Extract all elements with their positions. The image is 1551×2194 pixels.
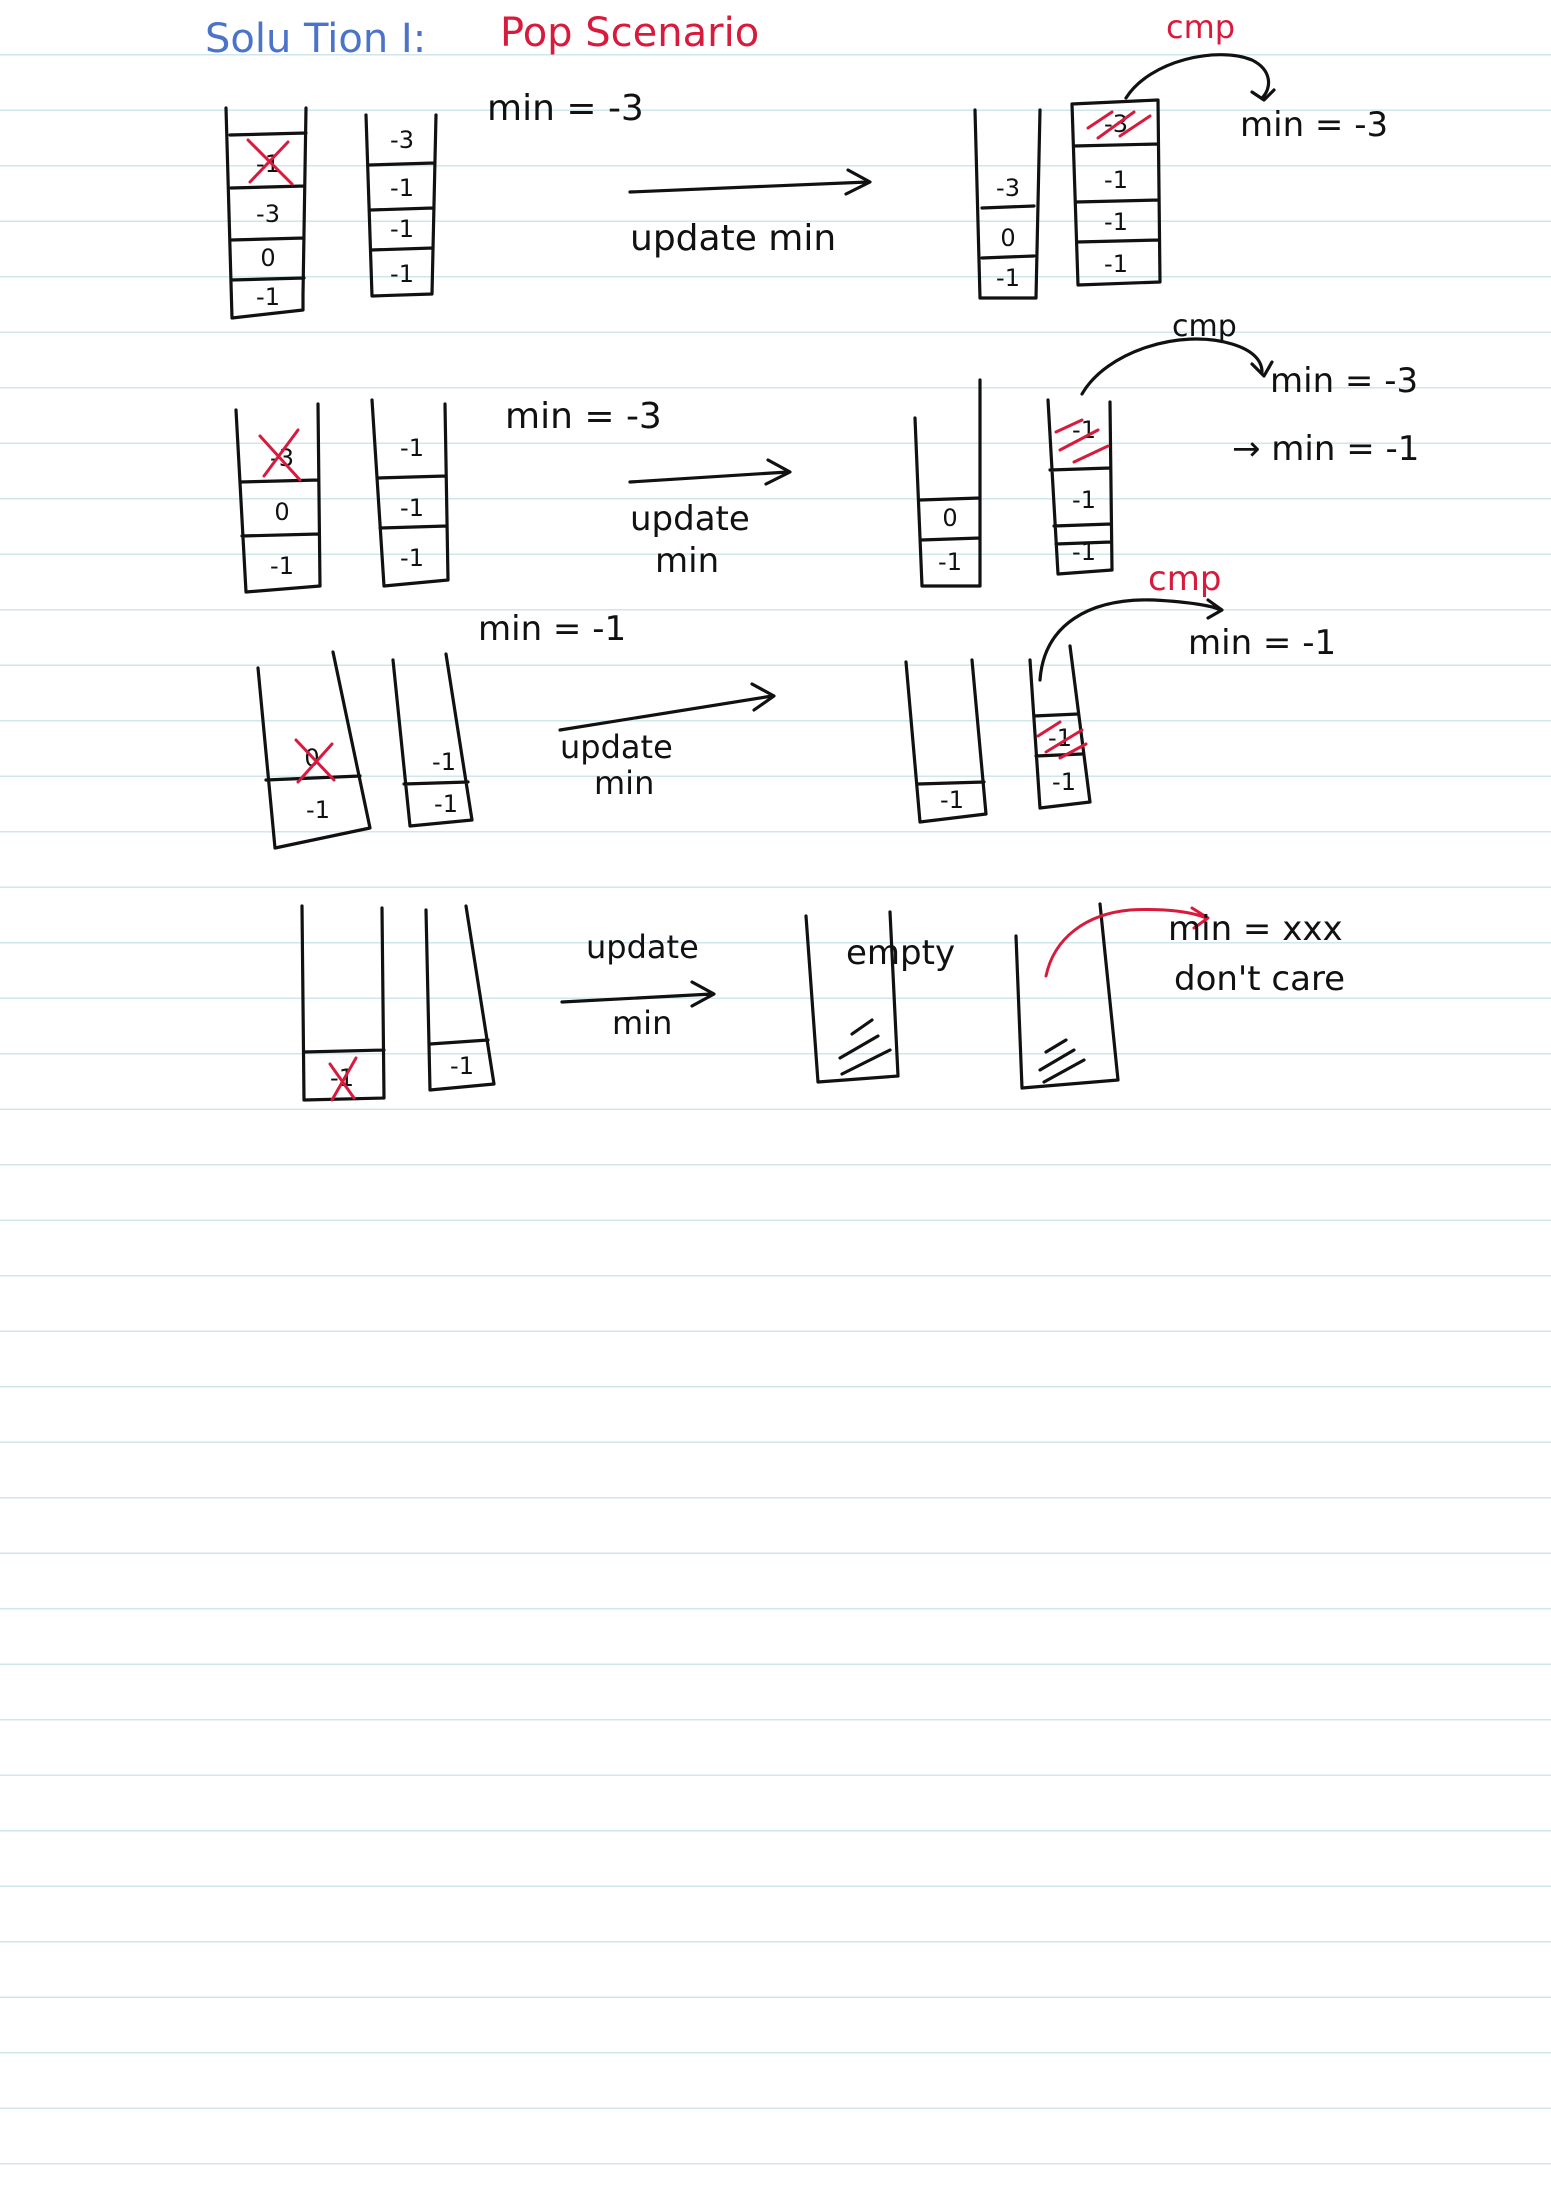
row1-peek-hatch bbox=[1086, 110, 1152, 140]
row3-update-arrow bbox=[558, 682, 776, 732]
row3-right-stack: -1 bbox=[904, 658, 988, 824]
row2-result-2: → min = -1 bbox=[1232, 429, 1419, 469]
row3-min-cell-2: -1 bbox=[434, 790, 458, 818]
row-4: -1 -1 update min empty min = xxx don't c… bbox=[300, 902, 1345, 1102]
row4-empty-stack: empty bbox=[804, 910, 955, 1084]
row1-right-cell-2: 0 bbox=[1000, 224, 1015, 252]
row2-min-cell-1: -1 bbox=[400, 434, 424, 462]
row3-arrow-label-1: update bbox=[560, 728, 673, 766]
row4-update-arrow bbox=[560, 980, 716, 1008]
row4-arrow-label-2: min bbox=[612, 1004, 672, 1042]
row3-min-cell-1: -1 bbox=[432, 748, 456, 776]
row-2: -3 0 -1 -1 -1 -1 min = -3 update min 0 -… bbox=[234, 309, 1419, 594]
row2-left-stack: -3 0 -1 bbox=[234, 402, 322, 594]
row4-cmp-arrow bbox=[1044, 906, 1210, 978]
row1-cmp-label: cmp bbox=[1166, 8, 1235, 46]
row1-cmp-arrow bbox=[1124, 53, 1276, 102]
row1-rmin-cell-4: -1 bbox=[1104, 250, 1128, 278]
row4-empty-label: empty bbox=[846, 933, 955, 973]
row3-right-cell-1: -1 bbox=[940, 786, 964, 814]
row1-min-cell-4: -1 bbox=[390, 260, 414, 288]
row4-min-cell-1: -1 bbox=[450, 1052, 474, 1080]
row1-min-cell-2: -1 bbox=[390, 174, 414, 202]
row3-right-min-stack: -1 -1 bbox=[1028, 644, 1092, 810]
row4-left-stack: -1 bbox=[300, 904, 386, 1102]
pop-cross-mark bbox=[246, 138, 294, 186]
row3-cmp-arrow bbox=[1038, 598, 1224, 682]
row2-rmin-cell-1: -1 bbox=[1072, 416, 1096, 444]
row1-right-stack: -3 0 -1 bbox=[973, 108, 1042, 300]
row4-result-2: don't care bbox=[1174, 959, 1345, 999]
row-1: -1 -3 0 -1 -3 -1 -1 -1 min = -3 update m… bbox=[224, 8, 1388, 320]
row1-left-cell-2: -3 bbox=[256, 200, 280, 228]
row3-rmin-cell-1: -1 bbox=[1048, 724, 1072, 752]
row3-rmin-cell-2: -1 bbox=[1052, 768, 1076, 796]
row2-arrow-label-2: min bbox=[655, 541, 719, 581]
row2-update-arrow bbox=[628, 458, 792, 486]
row2-right-cell-1: 0 bbox=[942, 504, 957, 532]
row2-result-1: min = -3 bbox=[1270, 361, 1418, 401]
row-3: 0 -1 -1 -1 min = -1 update min -1 -1 -1 … bbox=[256, 559, 1336, 850]
row1-update-arrow bbox=[628, 168, 872, 196]
row3-cmp-label: cmp bbox=[1148, 559, 1221, 599]
title-solution: Solu Tion I: bbox=[205, 16, 426, 62]
row1-left-cell-4: -1 bbox=[256, 283, 280, 311]
row1-right-cell-1: -3 bbox=[996, 174, 1020, 202]
row2-min-label: min = -3 bbox=[505, 396, 662, 437]
row2-peek-hatch bbox=[1054, 418, 1110, 464]
row1-result-1: min = -3 bbox=[1240, 105, 1388, 145]
title-pop-scenario: Pop Scenario bbox=[500, 10, 759, 56]
row3-peek-hatch bbox=[1036, 720, 1088, 760]
row4-empty-min-stack bbox=[1014, 902, 1120, 1090]
row1-left-stack: -1 -3 0 -1 bbox=[224, 106, 308, 320]
pop-cross-mark bbox=[328, 1056, 358, 1102]
row2-arrow-label-1: update bbox=[630, 499, 750, 539]
row4-left-min-stack: -1 bbox=[424, 904, 496, 1092]
row3-left-min-stack: -1 -1 bbox=[391, 652, 474, 828]
row1-rmin-cell-3: -1 bbox=[1104, 208, 1128, 236]
row1-min-label: min = -3 bbox=[487, 88, 644, 129]
row1-min-cell-3: -1 bbox=[390, 215, 414, 243]
row2-left-min-stack: -1 -1 -1 bbox=[370, 398, 450, 588]
row2-min-cell-2: -1 bbox=[400, 494, 424, 522]
row1-left-min-stack: -3 -1 -1 -1 bbox=[364, 113, 438, 298]
row3-left-stack: 0 -1 bbox=[256, 650, 372, 850]
row2-left-cell-3: -1 bbox=[270, 552, 294, 580]
pop-cross-mark bbox=[294, 738, 336, 784]
row4-result-1: min = xxx bbox=[1168, 909, 1343, 949]
row3-arrow-label-2: min bbox=[594, 764, 654, 802]
row2-cmp-arrow bbox=[1080, 337, 1274, 396]
row3-result-1: min = -1 bbox=[1188, 623, 1336, 663]
row1-arrow-label: update min bbox=[630, 218, 836, 259]
row2-right-cell-2: -1 bbox=[938, 548, 962, 576]
row2-rmin-cell-3: -1 bbox=[1072, 538, 1096, 566]
row1-rmin-cell-2: -1 bbox=[1104, 166, 1128, 194]
pop-cross-mark bbox=[258, 428, 302, 482]
row4-arrow-label-1: update bbox=[586, 928, 699, 966]
row3-left-cell-2: -1 bbox=[306, 796, 330, 824]
row1-left-cell-3: 0 bbox=[260, 244, 275, 272]
row1-right-cell-3: -1 bbox=[996, 264, 1020, 292]
row3-min-label: min = -1 bbox=[478, 609, 626, 649]
row2-rmin-cell-2: -1 bbox=[1072, 486, 1096, 514]
row2-right-stack: 0 -1 bbox=[913, 378, 982, 588]
row1-right-min-stack: -3 -1 -1 -1 bbox=[1070, 98, 1162, 287]
row2-right-min-stack: -1 -1 -1 bbox=[1046, 398, 1114, 576]
row2-min-cell-3: -1 bbox=[400, 544, 424, 572]
row2-left-cell-2: 0 bbox=[274, 498, 289, 526]
row1-min-cell-1: -3 bbox=[390, 126, 414, 154]
